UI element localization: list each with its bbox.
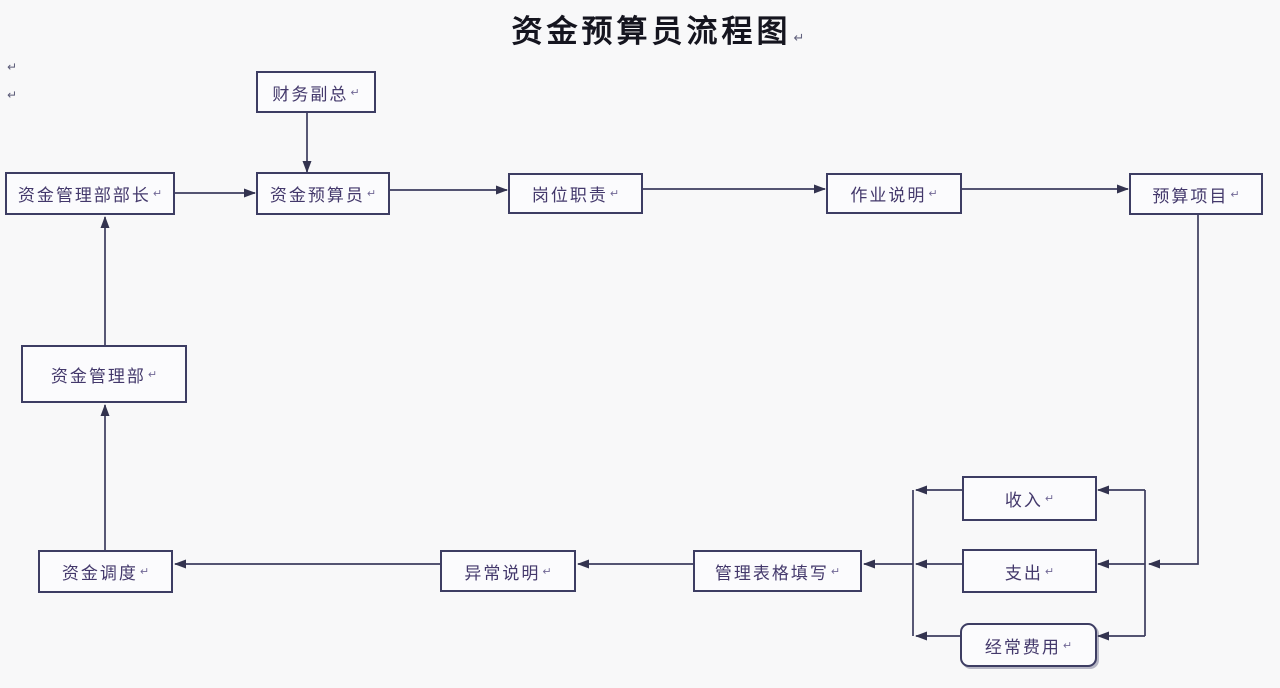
paragraph-mark-icon: ↵	[7, 88, 18, 102]
node-routine-expense: 经常费用↵	[960, 623, 1097, 667]
paragraph-mark-icon: ↵	[830, 564, 841, 578]
node-label: 支出	[1004, 563, 1043, 584]
node-label: 岗位职责	[531, 186, 608, 206]
node-income: 收入↵	[962, 476, 1097, 521]
node-work-instruction: 作业说明↵	[826, 173, 962, 214]
node-fund-dept-head: 资金管理部部长↵	[5, 172, 175, 215]
node-label: 资金预算员	[269, 186, 365, 206]
node-label: 资金管理部	[50, 366, 146, 387]
node-label: 管理表格填写	[714, 563, 829, 584]
node-fund-management-dept: 资金管理部↵	[21, 345, 187, 403]
paragraph-mark-icon: ↵	[542, 564, 552, 578]
paragraph-mark-icon: ↵	[793, 31, 805, 46]
node-job-duties: 岗位职责↵	[508, 173, 643, 214]
node-label: 收入	[1004, 491, 1043, 511]
page-title-text: 资金预算员流程图	[511, 14, 792, 50]
node-expenditure: 支出↵	[962, 549, 1097, 593]
paragraph-mark-icon: ↵	[7, 60, 18, 74]
node-management-form-fill: 管理表格填写↵	[693, 550, 862, 592]
node-label: 资金管理部部长	[17, 186, 151, 206]
node-cfo: 财务副总↵	[256, 71, 376, 113]
paragraph-mark-icon: ↵	[928, 187, 938, 200]
node-exception-note: 异常说明↵	[440, 550, 576, 592]
paragraph-mark-icon: ↵	[152, 187, 163, 200]
node-label: 作业说明	[850, 186, 927, 206]
node-label: 经常费用	[984, 637, 1061, 658]
paragraph-mark-icon: ↵	[366, 187, 377, 200]
connector-items-to-collector	[1148, 215, 1199, 569]
paragraph-mark-icon: ↵	[1062, 638, 1073, 652]
node-label: 异常说明	[464, 563, 541, 584]
paragraph-mark-icon: ↵	[1230, 187, 1240, 201]
paragraph-mark-icon: ↵	[350, 85, 360, 99]
node-label: 预算项目	[1152, 186, 1229, 207]
node-budget-items: 预算项目↵	[1129, 173, 1263, 215]
node-label: 财务副总	[272, 84, 349, 105]
paragraph-mark-icon: ↵	[139, 565, 150, 578]
paragraph-mark-icon: ↵	[1044, 564, 1055, 578]
paragraph-mark-icon: ↵	[147, 367, 158, 381]
node-fund-budget-officer: 资金预算员↵	[256, 172, 390, 215]
node-fund-dispatch: 资金调度↵	[38, 550, 173, 593]
paragraph-mark-icon: ↵	[609, 187, 620, 200]
page-title: 资金预算员流程图↵	[0, 6, 1280, 51]
node-label: 资金调度	[61, 564, 138, 584]
paragraph-mark-icon: ↵	[1044, 492, 1055, 505]
